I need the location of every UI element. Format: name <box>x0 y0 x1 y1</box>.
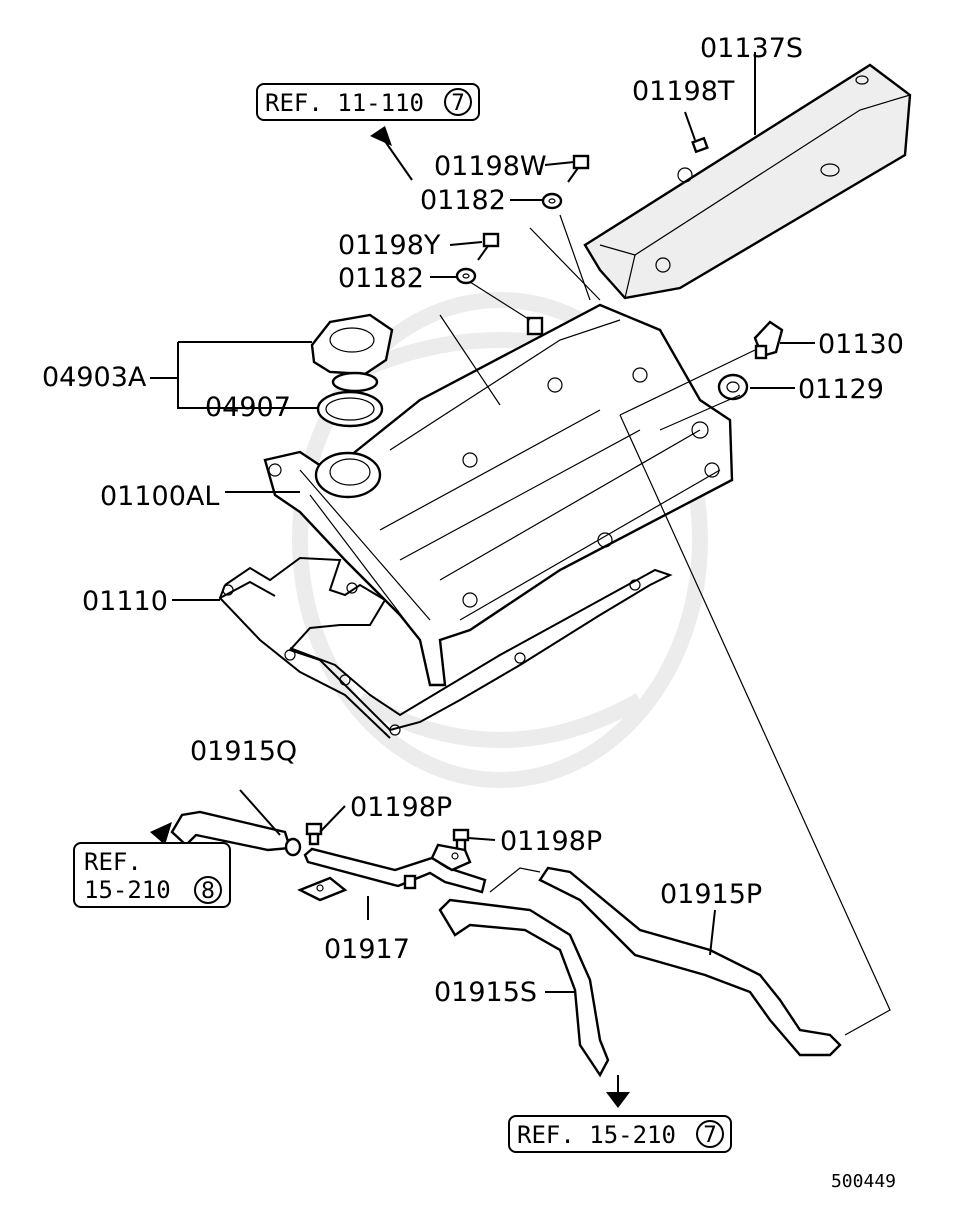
hose-01915P <box>538 866 842 1057</box>
hose-01915S <box>438 898 610 1078</box>
hose-01915Q <box>170 810 302 857</box>
top-cover <box>583 63 912 300</box>
ref-circle-7-bottom: 7 <box>703 1123 717 1148</box>
cap-gasket-icon <box>316 390 384 428</box>
label-01915Q: 01915Q <box>190 736 297 767</box>
label-01130: 01130 <box>818 329 904 360</box>
rocker-cover-gasket <box>218 556 673 739</box>
diagram-id: 500449 <box>831 1171 896 1192</box>
ref-box-15-210-8: REF. 15-210 8 <box>73 842 231 908</box>
label-04907: 04907 <box>205 392 291 423</box>
oil-filler-cap-icon <box>310 313 394 393</box>
label-01198P-left: 01198P <box>350 792 452 823</box>
pipe-01917 <box>297 843 487 902</box>
ref-box-11-110: REF. 11-110 7 <box>256 83 480 121</box>
pcv-valve-icon <box>753 320 784 360</box>
label-01129: 01129 <box>798 374 884 405</box>
ref-arrow-15-210-8-icon <box>150 822 172 845</box>
ref-arrow-15-210-7-icon <box>606 1075 630 1108</box>
ref-text-11-110: REF. 11-110 <box>265 89 424 117</box>
bolt-01198P-right-icon <box>452 828 470 852</box>
bolt-01198T-icon <box>691 136 709 154</box>
label-01198W: 01198W <box>434 151 547 182</box>
bolt-01198P-left-icon <box>305 822 323 846</box>
ref-box-15-210-7: REF. 15-210 7 <box>508 1115 732 1153</box>
rocker-cover <box>263 303 734 687</box>
ref-circle-8: 8 <box>201 879 215 904</box>
label-01915S: 01915S <box>434 977 537 1008</box>
washer-01182-lower-icon <box>455 267 477 285</box>
label-01198T: 01198T <box>632 76 735 107</box>
washer-01182-upper-icon <box>541 192 563 210</box>
label-01198P-right: 01198P <box>500 826 602 857</box>
ref-arrow-11-110-icon <box>370 126 413 181</box>
label-01182-upper: 01182 <box>420 185 506 216</box>
label-01137S: 01137S <box>700 33 803 64</box>
label-01100AL: 01100AL <box>100 481 219 512</box>
leader-lines <box>150 52 891 1036</box>
ref-text-15-210-8-line2: 15-210 <box>84 876 171 904</box>
bolt-01198Y-icon <box>477 232 500 261</box>
label-01915P: 01915P <box>660 879 762 910</box>
label-01917: 01917 <box>324 934 410 965</box>
ref-text-15-210-8-line1: REF. <box>84 848 142 876</box>
grommet-icon <box>717 373 749 401</box>
label-01198Y: 01198Y <box>338 230 441 261</box>
ref-text-15-210-7: REF. 15-210 <box>517 1121 676 1149</box>
bolt-01198W-icon <box>567 154 590 183</box>
label-04903A: 04903A <box>42 362 147 393</box>
label-01182-lower: 01182 <box>338 263 424 294</box>
label-01110: 01110 <box>82 586 168 617</box>
ref-circle-7-top: 7 <box>451 91 465 116</box>
